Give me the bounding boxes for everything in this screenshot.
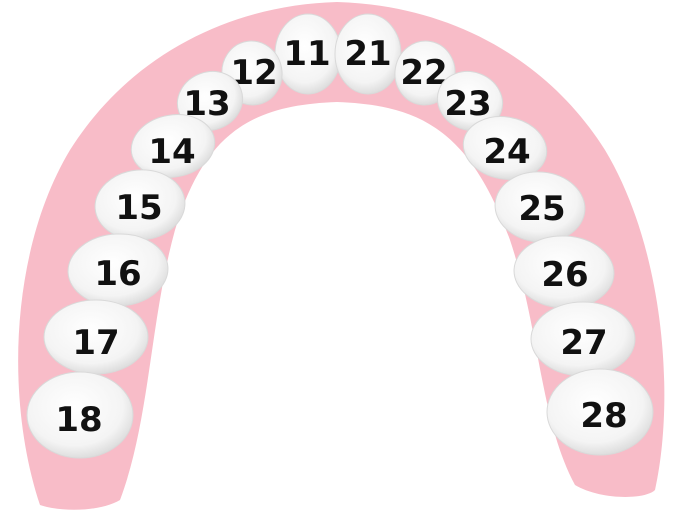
tooth-crown [26,371,134,459]
tooth-26: 26 [513,235,615,309]
tooth-18: 18 [26,371,134,459]
tooth-number-label: 14 [148,132,195,172]
tooth-number-label: 26 [541,255,588,295]
tooth-number-label: 17 [72,323,119,363]
tooth-21: 21 [334,13,402,95]
tooth-number-label: 24 [483,132,530,172]
tooth-number-label: 22 [400,53,447,93]
tooth-23: 23 [436,71,504,131]
tooth-crown [436,71,504,131]
tooth-number-label: 27 [560,323,607,363]
tooth-crown [546,368,654,456]
tooth-15: 15 [94,169,186,241]
tooth-crown [176,71,244,131]
tooth-crown [130,114,216,178]
tooth-number-label: 11 [283,34,330,74]
tooth-14: 14 [130,114,216,178]
tooth-28: 28 [546,368,654,456]
tooth-crown [462,116,548,180]
tooth-number-label: 28 [580,396,627,436]
tooth-17: 17 [43,299,149,375]
tooth-number-label: 16 [94,254,141,294]
tooth-number-label: 15 [115,188,162,228]
tooth-11: 11 [274,13,342,95]
tooth-27: 27 [530,301,636,377]
tooth-number-label: 23 [444,84,491,124]
tooth-24: 24 [462,116,548,180]
tooth-number-label: 21 [344,34,391,74]
tooth-number-label: 18 [55,400,102,440]
tooth-number-label: 25 [518,189,565,229]
tooth-25: 25 [494,171,586,243]
